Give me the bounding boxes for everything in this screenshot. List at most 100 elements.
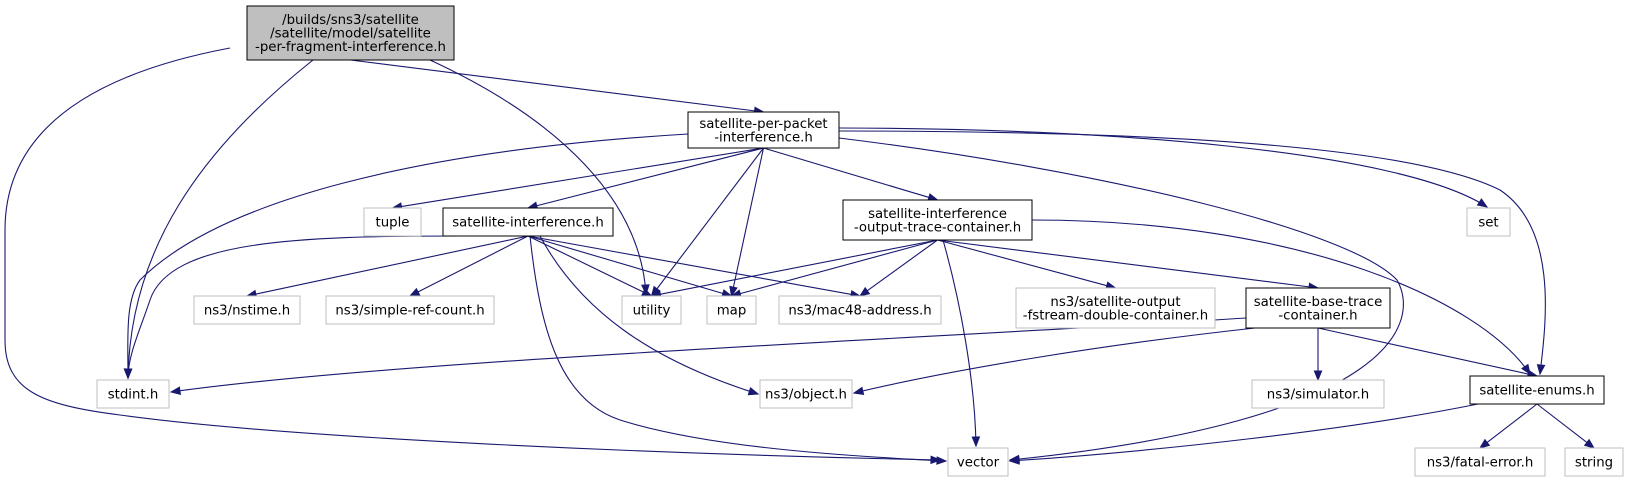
node-label: -fstream-double-container.h: [1023, 308, 1208, 323]
node-box: [1251, 379, 1385, 409]
edge-line: [4, 47, 941, 461]
node-box: [325, 295, 495, 325]
arrowhead-icon: [1478, 438, 1491, 449]
node-label: utility: [633, 304, 671, 319]
node-box: [1564, 447, 1624, 477]
arrowhead-icon: [729, 285, 738, 298]
edge-enums-to-vector: [1008, 403, 1479, 465]
node-fstream: ns3/satellite-output-fstream-double-cont…: [1015, 287, 1216, 329]
edge-perpacket-to-enums: [838, 130, 1546, 376]
node-label: satellite-enums.h: [1479, 384, 1594, 399]
edge-line: [937, 239, 1108, 287]
edge-line: [838, 130, 1546, 375]
node-basetrace[interactable]: satellite-base-trace-container.h: [1245, 287, 1391, 329]
node-box: [96, 379, 170, 409]
node-box: [759, 379, 853, 409]
edge-line: [1536, 403, 1589, 444]
node-box: [1469, 375, 1605, 405]
edge-line: [416, 235, 529, 293]
node-layer: /builds/sns3/satellite/satellite/model/s…: [96, 5, 1624, 477]
edge-line: [937, 239, 1311, 288]
node-box: [842, 199, 1033, 241]
edge-perpacket-to-satint: [526, 147, 764, 210]
arrowhead-icon: [408, 287, 421, 297]
arrowhead-icon: [936, 456, 948, 465]
edge-otc-to-basetrace: [937, 239, 1320, 292]
node-label: satellite-base-trace: [1254, 295, 1383, 310]
edge-perpacket-to-map: [729, 147, 765, 298]
node-box: [246, 5, 455, 61]
node-box: [193, 295, 301, 325]
node-label: set: [1478, 216, 1498, 231]
edge-line: [127, 59, 314, 379]
arrowhead-icon: [1476, 198, 1489, 208]
node-utility: utility: [621, 295, 682, 325]
arrowhead-icon: [123, 368, 133, 380]
node-label: ns3/satellite-output: [1050, 295, 1180, 310]
edge-satint-to-vector: [529, 235, 948, 465]
node-label: -container.h: [1278, 308, 1357, 323]
node-enums[interactable]: satellite-enums.h: [1469, 375, 1605, 405]
node-simpleref: ns3/simple-ref-count.h: [325, 295, 495, 325]
edge-root-to-utility: [429, 59, 650, 296]
arrowhead-icon: [1583, 438, 1596, 449]
edge-line: [1485, 403, 1538, 444]
edge-otc-to-utility: [650, 239, 938, 299]
edge-satint-to-object: [539, 235, 760, 396]
edge-line: [866, 239, 938, 292]
node-label: satellite-per-packet: [699, 117, 827, 132]
node-box: [363, 207, 422, 237]
edge-line: [127, 235, 461, 379]
edge-line: [539, 235, 759, 395]
edge-line: [739, 239, 938, 295]
arrowhead-icon: [1521, 363, 1531, 376]
node-box: [1414, 447, 1546, 477]
edge-basetrace-to-stdint: [169, 317, 1247, 395]
node-fatal: ns3/fatal-error.h: [1414, 447, 1546, 477]
edge-line: [400, 147, 764, 208]
arrowhead-icon: [858, 286, 871, 297]
edge-line: [350, 59, 756, 112]
node-perpacket[interactable]: satellite-per-packet-interference.h: [687, 111, 840, 149]
node-label: tuple: [376, 216, 410, 231]
node-label: string: [1575, 456, 1613, 471]
node-box: [947, 447, 1009, 477]
node-label: ns3/nstime.h: [204, 304, 290, 319]
edge-satint-to-utility: [527, 235, 653, 297]
node-label: satellite-interference.h: [452, 216, 604, 231]
arrowhead-icon: [1008, 456, 1020, 465]
edge-line: [529, 235, 947, 462]
node-otc[interactable]: satellite-interference-output-trace-cont…: [842, 199, 1033, 241]
edge-satint-to-stdint: [123, 235, 461, 380]
edge-line: [1317, 327, 1530, 375]
node-label: ns3/simple-ref-count.h: [335, 304, 484, 319]
arrowhead-icon: [971, 436, 981, 448]
node-nstime: ns3/nstime.h: [193, 295, 301, 325]
node-satint[interactable]: satellite-interference.h: [442, 207, 614, 237]
node-map: map: [706, 295, 757, 325]
edge-enums-to-string: [1536, 403, 1596, 449]
edge-line: [853, 327, 1256, 394]
edge-line: [527, 235, 724, 295]
node-box: [778, 295, 942, 325]
edge-perpacket-to-set: [838, 127, 1489, 208]
node-box: [1245, 287, 1391, 329]
edge-line: [127, 133, 689, 379]
node-box: [442, 207, 614, 237]
arrowhead-icon: [169, 386, 182, 395]
edge-line: [254, 235, 529, 295]
node-tuple: tuple: [363, 207, 422, 237]
node-box: [1015, 287, 1216, 329]
edge-line: [942, 239, 977, 447]
edge-basetrace-to-simulator: [1313, 328, 1323, 382]
edge-line: [429, 59, 647, 295]
edge-line: [763, 147, 930, 199]
edge-perpacket-to-utility: [650, 147, 764, 298]
edge-otc-to-mac48: [858, 239, 938, 297]
edge-line: [527, 235, 853, 296]
edge-perpacket-to-stdint: [123, 133, 689, 380]
edge-line: [527, 235, 645, 293]
node-root[interactable]: /builds/sns3/satellite/satellite/model/s…: [246, 5, 455, 61]
node-mac48: ns3/mac48-address.h: [778, 295, 942, 325]
